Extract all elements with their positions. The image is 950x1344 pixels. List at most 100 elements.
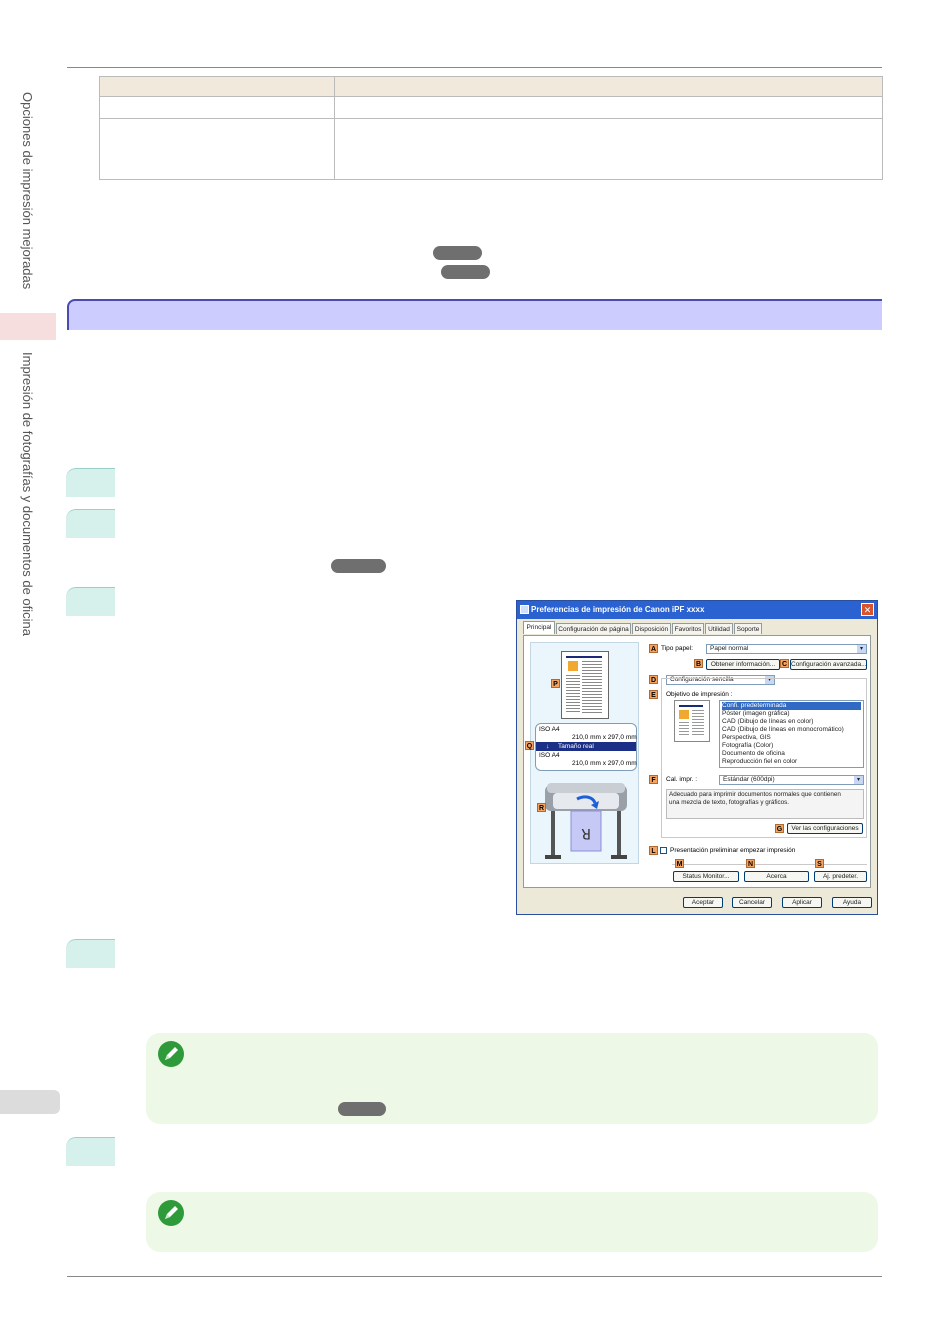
print-quality-select[interactable]: Estándar (600dpi) ▾ — [719, 775, 864, 785]
note-pencil-icon — [158, 1041, 184, 1067]
printer-app-icon — [520, 605, 529, 614]
print-target-list[interactable]: Confi. predeterminada Póster (imagen grá… — [719, 700, 864, 768]
list-item[interactable]: Perspectiva, GIS — [722, 734, 771, 741]
preview-checkbox[interactable] — [660, 847, 667, 854]
list-item[interactable]: CAD (Dibujo de líneas en monocromático) — [722, 726, 844, 733]
note-box — [146, 1192, 878, 1252]
chevron-down-icon: ▾ — [857, 645, 866, 653]
help-button[interactable]: Ayuda — [832, 897, 872, 908]
photo-thumbnail-icon — [568, 661, 578, 671]
table-header-cell — [334, 76, 883, 97]
defaults-button[interactable]: Aj. predeter. — [814, 871, 867, 882]
badge-m: M — [675, 859, 684, 868]
badge-f: F — [649, 775, 658, 784]
list-item[interactable]: Confi. predeterminada — [722, 702, 861, 710]
table-cell — [99, 118, 335, 180]
table-header-cell — [99, 76, 335, 97]
side-section-marker — [0, 313, 56, 340]
print-target-thumbnail — [674, 700, 710, 742]
list-item[interactable]: Reproducción fiel en color — [722, 758, 798, 765]
section-header — [67, 299, 882, 330]
step-marker — [66, 468, 115, 497]
list-item[interactable]: CAD (Dibujo de líneas en color) — [722, 718, 814, 725]
note-box — [146, 1033, 878, 1124]
table-cell — [334, 118, 883, 180]
table-cell — [99, 96, 335, 119]
badge-s: S — [815, 859, 824, 868]
badge-l: L — [649, 846, 658, 855]
status-monitor-button[interactable]: Status Monitor... — [673, 871, 739, 882]
page-link[interactable] — [338, 1102, 386, 1116]
badge-d: D — [649, 675, 658, 684]
step-marker — [66, 1137, 115, 1166]
header-rule — [67, 67, 882, 68]
size-bottom-label: ISO A4 — [539, 752, 560, 759]
paper-type-label: Tipo papel: — [661, 645, 693, 652]
dialog-title-bar: Preferencias de impresión de Canon iPF x… — [517, 601, 877, 619]
printer-illustration-icon: R — [545, 783, 627, 859]
badge-b: B — [694, 659, 703, 668]
size-top-value: 210,0 mm x 297,0 mm — [572, 734, 637, 741]
page-link[interactable] — [441, 265, 490, 279]
list-item[interactable]: Póster (imagen gráfica) — [722, 710, 790, 717]
easy-settings-select[interactable]: Configuración sencilla ▾ — [666, 675, 775, 685]
badge-g: G — [775, 824, 784, 833]
about-button[interactable]: Acerca — [744, 871, 809, 882]
easy-settings-value: Configuración sencilla — [670, 676, 734, 683]
page-link[interactable] — [331, 559, 386, 573]
note-pencil-icon — [158, 1200, 184, 1226]
page-preview — [561, 651, 609, 719]
paper-type-select[interactable]: Papel normal ▾ — [706, 644, 867, 654]
list-item[interactable]: Documento de oficina — [722, 750, 785, 757]
chevron-down-icon: ▾ — [854, 776, 863, 784]
apply-button[interactable]: Aplicar — [782, 897, 822, 908]
preview-checkbox-label: Presentación preliminar empezar impresió… — [670, 847, 796, 854]
step-marker — [66, 939, 115, 968]
close-button[interactable]: ✕ — [861, 603, 874, 616]
easy-settings-group — [661, 678, 867, 838]
size-mode-bar: ↓ Tamaño real — [536, 742, 636, 751]
badge-c: C — [780, 659, 789, 668]
tab-utility[interactable]: Utilidad — [705, 623, 733, 634]
down-arrow-icon: ↓ — [546, 743, 550, 750]
description-box: Adecuado para imprimir documentos normal… — [666, 789, 864, 819]
list-item[interactable]: Fotografía (Color) — [722, 742, 774, 749]
tab-page-setup[interactable]: Configuración de página — [556, 623, 631, 634]
tab-layout[interactable]: Disposición — [632, 623, 671, 634]
cancel-button[interactable]: Cancelar — [732, 897, 772, 908]
badge-n: N — [746, 859, 755, 868]
view-settings-button[interactable]: Ver las configuraciones — [787, 823, 863, 834]
table-cell — [334, 96, 883, 119]
step-marker — [66, 587, 115, 616]
side-chapter-label: Impresión de fotografías y documentos de… — [20, 352, 35, 636]
tab-support[interactable]: Soporte — [734, 623, 762, 634]
page-link[interactable] — [433, 246, 482, 260]
print-target-label: Objetivo de impresión : — [666, 691, 733, 698]
settings-table — [99, 76, 883, 180]
preview-area: P ISO A4 210,0 mm x 297,0 mm ↓ Tamaño re… — [525, 642, 639, 864]
separator — [672, 864, 867, 865]
side-page-marker — [0, 1090, 60, 1114]
footer-rule — [67, 1276, 882, 1277]
tab-principal[interactable]: Principal — [523, 621, 555, 634]
table-header-row — [99, 76, 883, 97]
badge-a: A — [649, 644, 658, 653]
paper-size-info: ISO A4 210,0 mm x 297,0 mm ↓ Tamaño real… — [535, 723, 637, 771]
table-row — [99, 96, 883, 119]
print-quality-value: Estándar (600dpi) — [723, 776, 775, 783]
print-quality-label: Cal. impr. : — [666, 776, 698, 783]
badge-e: E — [649, 690, 658, 699]
ok-button[interactable]: Aceptar — [683, 897, 723, 908]
svg-text:R: R — [581, 825, 591, 841]
printer-preferences-dialog: Preferencias de impresión de Canon iPF x… — [516, 600, 878, 915]
table-row — [99, 118, 883, 180]
tab-favorites[interactable]: Favoritos — [672, 623, 704, 634]
advanced-settings-button[interactable]: Configuración avanzada... — [790, 659, 867, 670]
size-mode-label: Tamaño real — [558, 743, 594, 750]
badge-q: Q — [525, 741, 534, 750]
step-marker — [66, 509, 115, 538]
size-bottom-value: 210,0 mm x 297,0 mm — [572, 760, 637, 767]
dialog-title: Preferencias de impresión de Canon iPF x… — [531, 605, 705, 614]
get-info-button[interactable]: Obtener información... — [706, 659, 780, 670]
badge-p: P — [551, 679, 560, 688]
